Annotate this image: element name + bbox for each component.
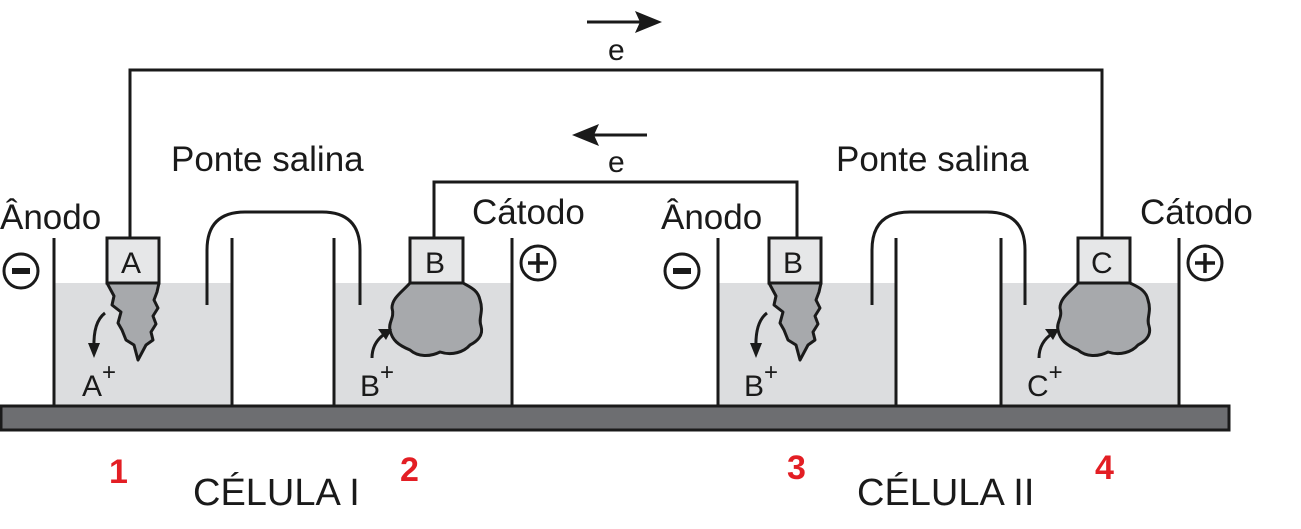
- cell-name-1: CÉLULA I: [193, 471, 360, 514]
- ion-arrow-b-in-icon: [370, 329, 392, 359]
- beaker-number-4: 4: [1095, 449, 1114, 487]
- electrode-a: [105, 236, 161, 362]
- inner-wire: [432, 180, 799, 238]
- electrode-c-label: C: [1091, 247, 1113, 280]
- ion-b-cell-1: B+: [360, 359, 394, 403]
- ion-b-cell-2: B+: [744, 359, 778, 403]
- ion-a: A+: [82, 359, 116, 403]
- electron-label-top: e: [608, 34, 625, 67]
- cathode-label-cell-2: Cátodo: [1140, 193, 1253, 232]
- ion-c: C+: [1027, 359, 1063, 403]
- electrode-c: [1056, 236, 1152, 357]
- arrow-right-icon: [587, 11, 662, 33]
- cell-name-2: CÉLULA II: [857, 471, 1034, 514]
- ion-arrow-a-out-icon: [88, 311, 106, 358]
- salt-bridge-cell-1: [205, 210, 362, 305]
- electrode-b-anode-label: B: [783, 247, 803, 280]
- plus-sign-icon: [1186, 244, 1224, 282]
- beaker-walls: [52, 238, 1181, 406]
- cathode-label-cell-1: Cátodo: [472, 193, 585, 232]
- anode-label-cell-2: Ânodo: [661, 198, 762, 237]
- outer-wire: [128, 68, 1104, 238]
- anode-label-cell-1: Ânodo: [0, 198, 101, 237]
- beaker-number-1: 1: [109, 453, 128, 491]
- electrode-b-cathode: [388, 236, 484, 357]
- salt-bridge-label-cell-1: Ponte salina: [171, 140, 364, 179]
- arrow-left-icon: [572, 124, 647, 146]
- beaker-number-3: 3: [787, 449, 806, 487]
- ion-arrow-c-in-icon: [1037, 329, 1059, 359]
- salt-bridge-cell-2: [870, 210, 1027, 305]
- minus-sign-icon: [2, 252, 40, 290]
- ion-arrow-b-out-icon: [750, 311, 768, 358]
- base-platform: [0, 404, 1231, 432]
- electron-label-inner: e: [608, 146, 625, 179]
- minus-sign-icon: [663, 252, 701, 290]
- electrode-a-label: A: [121, 247, 141, 280]
- beaker-number-2: 2: [400, 451, 419, 489]
- electrode-b-anode: [767, 236, 823, 362]
- electrode-b-cathode-label: B: [425, 247, 445, 280]
- salt-bridge-label-cell-2: Ponte salina: [836, 140, 1029, 179]
- plus-sign-icon: [519, 244, 557, 282]
